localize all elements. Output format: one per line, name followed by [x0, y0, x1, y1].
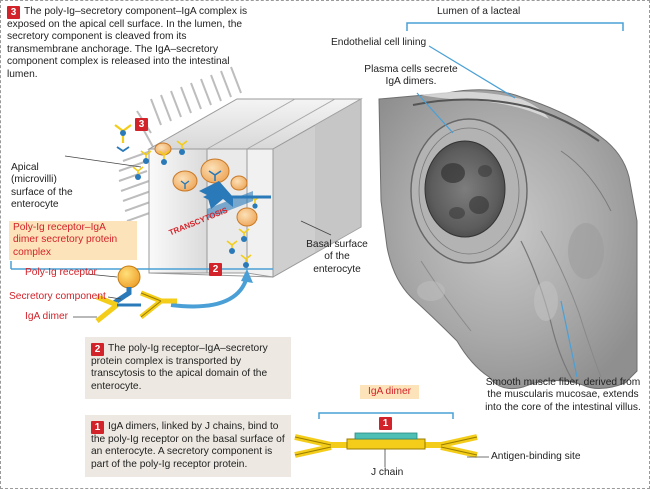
- released-iga-complex: [114, 124, 132, 153]
- apical-leader: [64, 155, 142, 168]
- dimer-badge-1: 1: [379, 417, 392, 435]
- apical-surface-label: Apical (microvilli) surface of the enter…: [11, 162, 73, 211]
- iga-dimer-schematic: [294, 412, 489, 467]
- diagram-badge-2: 2: [209, 263, 222, 281]
- secretory-leader: [107, 296, 122, 300]
- j-chain-label: J chain: [371, 467, 404, 478]
- diagram-badge-3: 3: [135, 118, 148, 136]
- uptake-arrow: [170, 276, 249, 309]
- basal-surface-label: Basal surface of the enterocyte: [306, 239, 368, 275]
- smooth-muscle-leader: [560, 300, 578, 378]
- poly-ig-receptor-assembly: [10, 261, 273, 323]
- endothelial-label: Endothelial cell lining: [331, 37, 427, 48]
- transcytosis-vesicles: [154, 142, 258, 227]
- receptor-leader: [86, 273, 118, 278]
- endothelial-leader: [428, 45, 516, 99]
- complex-label-box: Poly-Ig receptor–IgA dimer secretory pro…: [9, 221, 137, 261]
- transcytosis-arrow: [199, 181, 271, 219]
- step3-badge: 3: [7, 6, 20, 19]
- poly-ig-receptor-label: Poly-Ig receptor: [25, 267, 97, 278]
- step2-badge: 2: [91, 343, 104, 356]
- antigen-binding-site-label: Antigen-binding site: [491, 451, 581, 462]
- step1-text: IgA dimers, linked by J chains, bind to …: [91, 421, 285, 470]
- secretory-component-label: Secretory component: [9, 291, 106, 302]
- step1-badge: 1: [91, 421, 104, 434]
- basal-leader: [300, 220, 332, 236]
- surface-complexes: [132, 140, 260, 268]
- smooth-muscle-label: Smooth muscle fiber, derived from the mu…: [485, 377, 641, 413]
- lumen-bracket: [406, 22, 624, 31]
- electron-micrograph: [378, 89, 638, 390]
- lumen-label: Lumen of a lacteal: [437, 6, 521, 17]
- plasma-cells-label: Plasma cells secrete IgA dimers.: [364, 64, 458, 88]
- iga-dimer-box: IgA dimer: [360, 385, 420, 400]
- iga-dimer-label: IgA dimer: [25, 311, 69, 322]
- step3-text: The poly-Ig–secretory component–IgA comp…: [7, 6, 248, 80]
- plasma-cell-leader: [416, 92, 454, 134]
- step2-text: The poly-Ig receptor–IgA–secretory prote…: [91, 343, 268, 392]
